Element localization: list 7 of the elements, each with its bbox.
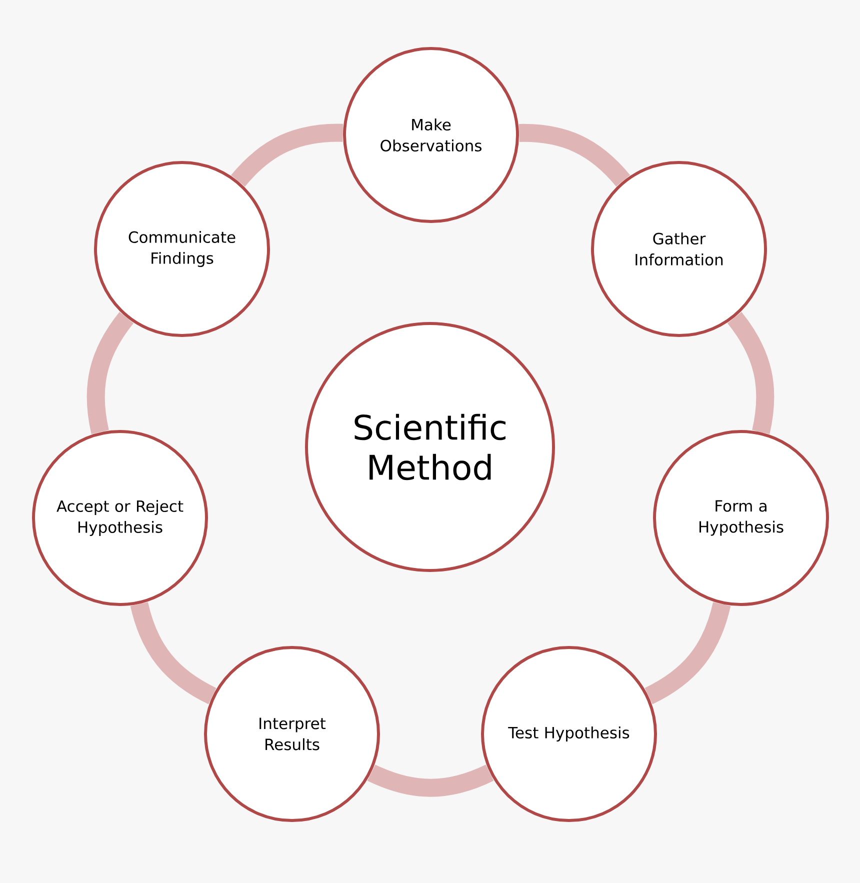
ring-segment xyxy=(727,312,774,434)
ring-segment xyxy=(130,602,216,704)
ring-segment xyxy=(519,124,630,187)
ring-segment xyxy=(86,312,134,434)
ring-segment xyxy=(231,124,343,187)
ring-segment xyxy=(644,602,731,704)
ring-segment xyxy=(368,764,494,797)
